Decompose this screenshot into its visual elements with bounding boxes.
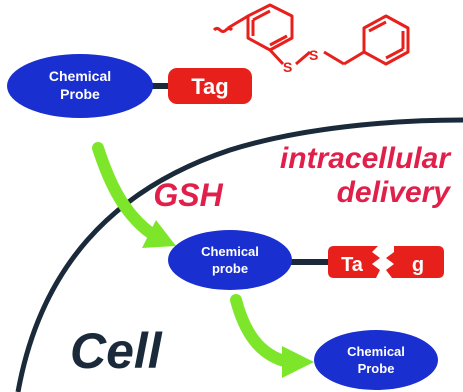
aryl-sulfur-bond — [268, 48, 285, 66]
cell-label: Cell — [70, 323, 163, 379]
delivery-line2: delivery — [337, 176, 452, 209]
gsh-label: GSH — [153, 177, 223, 213]
chemical-probe-top — [7, 54, 153, 118]
ring-inner-bond-1 — [252, 9, 271, 22]
arrow-2-head — [282, 346, 314, 378]
tag-top-label: Tag — [191, 74, 228, 99]
linker-structure — [212, 3, 410, 66]
probe-middle-line2: probe — [212, 261, 248, 276]
cleaved-tag-left — [328, 246, 380, 278]
ring-inner-bond-4 — [368, 20, 387, 33]
arrow-2-shaft — [230, 294, 294, 368]
methylene-bond — [227, 14, 249, 30]
tag-right-label: g — [412, 254, 424, 276]
sulfur-ch2-bond — [323, 50, 345, 66]
probe-bottom-line2: Probe — [358, 361, 395, 376]
delivery-line1: intracellular — [280, 142, 452, 175]
cleaved-tag-right — [386, 246, 444, 278]
sulfur-atom-2: S — [309, 47, 318, 63]
disulfide-bond — [295, 50, 311, 66]
arrow-1-head — [142, 220, 176, 248]
chemical-probe-bottom — [314, 330, 438, 390]
ring-inner-bond-5 — [385, 47, 404, 60]
probe-bottom-line1: Chemical — [347, 344, 405, 359]
tag-left-label: Ta — [341, 254, 364, 276]
ch2-ring-bond — [343, 50, 365, 66]
cell-membrane — [15, 117, 463, 392]
probe-top-line2: Probe — [60, 86, 100, 102]
benzene-ring-right — [362, 14, 410, 66]
probe-top-line1: Chemical — [49, 68, 111, 84]
benzene-ring-left — [246, 3, 294, 52]
probe-middle-line1: Chemical — [201, 244, 259, 259]
ring-inner-bond-2 — [269, 34, 288, 47]
tag-top — [168, 68, 252, 104]
chemical-probe-middle — [168, 230, 292, 290]
sulfur-atom-1: S — [283, 59, 292, 75]
arrow-1-shaft — [92, 142, 158, 240]
